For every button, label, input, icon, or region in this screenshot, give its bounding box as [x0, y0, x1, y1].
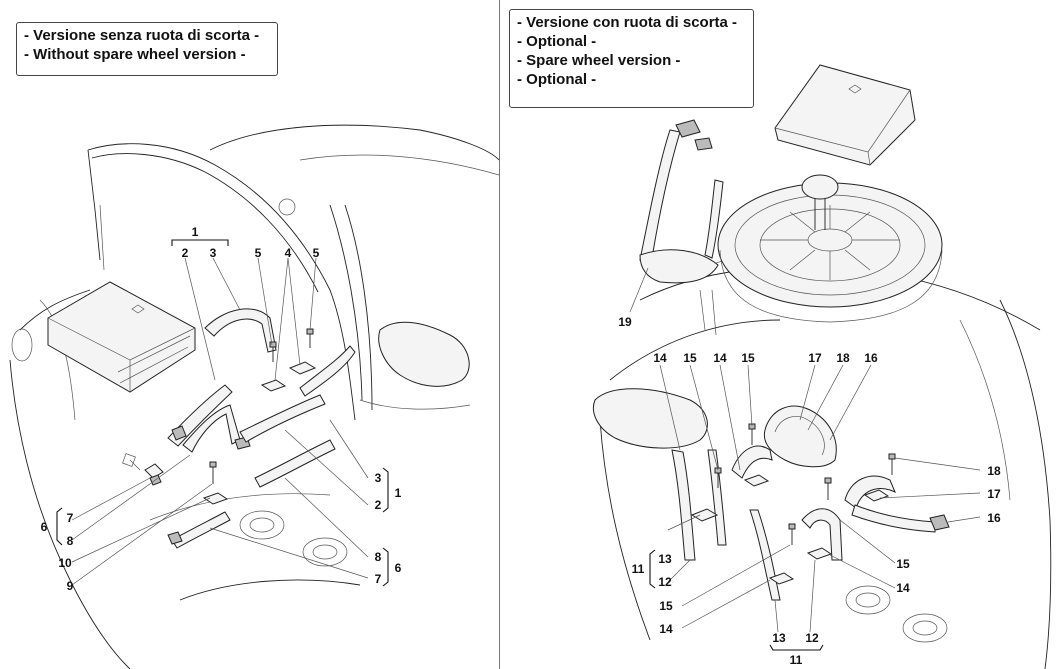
- right-caption-box: - Versione con ruota di scorta - - Optio…: [509, 9, 754, 108]
- callout-17-b: 17: [987, 487, 1001, 501]
- callout-7-left: 7: [67, 511, 74, 525]
- right-trunk-drawing: [592, 64, 1052, 669]
- callout-8-right: 8: [375, 550, 382, 564]
- callout-13-left: 13: [658, 552, 672, 566]
- callout-11-left: 11: [632, 562, 645, 576]
- left-strap-parts: [144, 308, 356, 549]
- callout-15-c: 15: [896, 557, 910, 571]
- right-caption-line-3: - Spare wheel version -: [517, 52, 681, 69]
- callout-6-right: 6: [395, 561, 402, 575]
- left-caption-line-2: - Without spare wheel version -: [24, 46, 246, 63]
- callout-1-top: 1: [192, 225, 199, 239]
- right-caption-line-1: - Versione con ruota di scorta -: [517, 14, 738, 31]
- callout-12-left: 12: [658, 575, 672, 589]
- callout-12-bottom: 12: [805, 631, 819, 645]
- callout-18-a: 18: [836, 351, 850, 365]
- callout-17-a: 17: [808, 351, 822, 365]
- callout-14-c: 14: [896, 581, 910, 595]
- callout-16-b: 16: [987, 511, 1001, 525]
- callout-15-d: 15: [659, 599, 673, 613]
- callout-18-b: 18: [987, 464, 1001, 478]
- callout-4: 4: [285, 246, 292, 260]
- callout-2-right: 2: [375, 498, 382, 512]
- callout-15-a: 15: [683, 351, 697, 365]
- callout-16-a: 16: [864, 351, 878, 365]
- callout-19: 19: [618, 315, 632, 329]
- right-caption-line-4: - Optional -: [517, 71, 597, 88]
- right-caption-line-2: - Optional -: [517, 33, 597, 50]
- callout-14-b: 14: [713, 351, 727, 365]
- callout-8-left: 8: [67, 534, 74, 548]
- callout-10: 10: [58, 556, 72, 570]
- left-callout-numbers: 1 2 3 5 4 5 3 2 1 6 7 8 10 9 8 7 6: [41, 225, 402, 593]
- callout-6-left: 6: [41, 520, 48, 534]
- callout-14-a: 14: [653, 351, 667, 365]
- callout-15-b: 15: [741, 351, 755, 365]
- callout-13-bottom: 13: [772, 631, 786, 645]
- left-toolkit-bag-drawing: [47, 281, 196, 393]
- callout-3-right: 3: [375, 471, 382, 485]
- callout-5-right: 5: [313, 246, 320, 260]
- right-leader-lines: [629, 267, 981, 651]
- callout-14-d: 14: [659, 622, 673, 636]
- callout-9: 9: [67, 579, 74, 593]
- left-caption-box: - Versione senza ruota di scorta - - Wit…: [16, 22, 278, 76]
- callout-7-right: 7: [375, 572, 382, 586]
- callout-5-left: 5: [255, 246, 262, 260]
- left-trunk-drawing: [9, 124, 500, 669]
- callout-2-top: 2: [182, 246, 189, 260]
- left-caption-line-1: - Versione senza ruota di scorta -: [24, 27, 260, 44]
- callout-1-right: 1: [395, 486, 402, 500]
- right-callout-numbers: 19 14 15 14 15 17 18 16 18 17 16 15 14 1…: [618, 315, 1001, 667]
- callout-3-top: 3: [210, 246, 217, 260]
- left-leader-lines: [56, 239, 389, 587]
- callout-11-bottom: 11: [790, 653, 803, 667]
- panel-divider: [499, 0, 500, 669]
